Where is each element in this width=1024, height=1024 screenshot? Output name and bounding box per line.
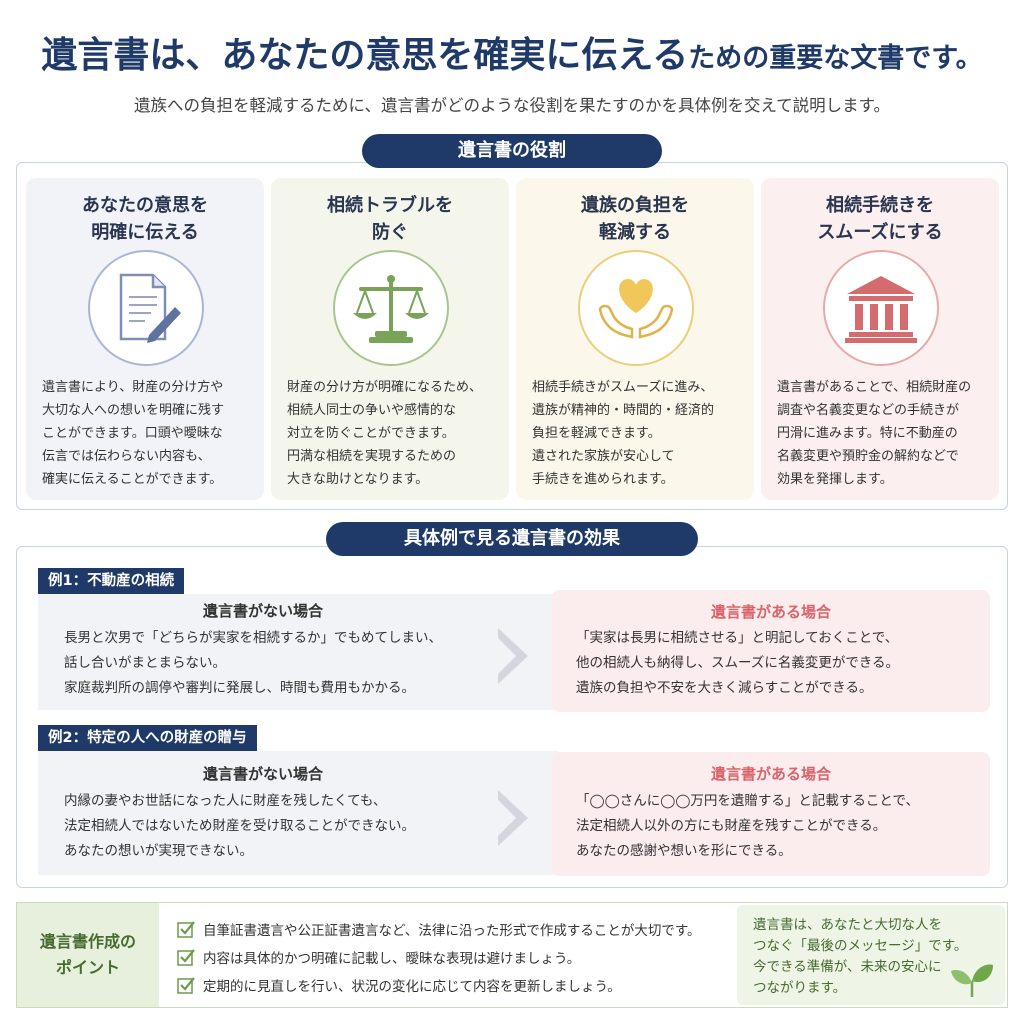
example-1-without-text: 長男と次男で「どちらが実家を相続するか」でもめてしまい、 話し合いがまとまらない… — [64, 630, 442, 696]
example-2-without-label: 遺言書がない場合 — [202, 765, 323, 783]
point-text: 内容は具体的かつ明確に記載し、曖昧な表現は避けましょう。 — [203, 951, 581, 967]
example-2-with-text: 「◯◯さんに◯◯万円を遺贈する」と記載することで、 法定相続人以外の方にも財産を… — [576, 793, 919, 859]
example-2-without-panel — [38, 751, 558, 875]
example-1-with-label: 遺言書がある場合 — [710, 603, 831, 621]
closing-message: 遺言書は、あなたと大切な人を つなぐ「最後のメッセージ」です。 今できる準備が、… — [753, 917, 968, 996]
role-card-title: あなたの意思を 明確に伝える — [82, 195, 208, 243]
role-card-body: 財産の分け方が明確になるため、 相続人同士の争いや感情的な 対立を防ぐことができ… — [287, 380, 483, 487]
role-card-body: 相続手続きがスムーズに進み、 遺族が精神的・時間的・経済的 負担を軽減できます。… — [532, 380, 715, 487]
role-card-title: 相続トラブルを 防ぐ — [327, 195, 453, 243]
message-box: 遺言書は、あなたと大切な人を つなぐ「最後のメッセージ」です。 今できる準備が、… — [737, 905, 1005, 1005]
heart-hands-icon — [598, 279, 674, 339]
point-text: 定期的に見直しを行い、状況の変化に応じて内容を更新しましょう。 — [203, 979, 621, 995]
roles-heading: 遺言書の役割 — [362, 134, 662, 168]
scales-icon — [353, 275, 429, 343]
role-card-title: 相続手続きを スムーズにする — [817, 195, 943, 243]
example-2-without-text: 内縁の妻やお世話になった人に財産を残したくても、 法定相続人ではないため財産を受… — [64, 793, 415, 859]
title-main: 遺言書は、あなたの意思を確実に伝える — [41, 34, 689, 76]
role-icon-ring — [578, 250, 694, 366]
point-item: 内容は具体的かつ明確に記載し、曖昧な表現は避けましょう。 — [177, 943, 700, 971]
page-title: 遺言書は、あなたの意思を確実に伝えるための重要な文書です。 — [0, 26, 1024, 78]
points-panel: 遺言書作成の ポイント 自筆証書遺言や公正証書遺言など、法律に沿った形式で作成す… — [16, 902, 1008, 1008]
title-tail: ための重要な文書です。 — [688, 43, 983, 74]
example-1-without-label: 遺言書がない場合 — [202, 602, 323, 620]
point-text: 自筆証書遺言や公正証書遺言など、法律に沿った形式で作成することが大切です。 — [203, 923, 701, 939]
bank-icon — [845, 276, 917, 343]
checkbox-checked-icon — [177, 949, 195, 966]
example-2-with-label: 遺言書がある場合 — [710, 765, 831, 783]
example-1-with-panel — [552, 590, 990, 712]
arrow-right-icon — [498, 628, 528, 684]
role-card-burden: 遺族の負担を 軽減する 相続手続きがスムーズに進み、 遺族が精神的・時間的・経済… — [516, 178, 754, 500]
role-icon-ring — [823, 250, 939, 366]
example-2-tag: 例2：特定の人への財産の贈与 — [38, 725, 257, 751]
checkbox-checked-icon — [177, 977, 195, 994]
example-1-tag: 例1：不動産の相続 — [38, 568, 185, 594]
arrow-right-icon — [498, 790, 528, 846]
point-item: 自筆証書遺言や公正証書遺言など、法律に沿った形式で作成することが大切です。 — [177, 915, 700, 943]
points-list: 自筆証書遺言や公正証書遺言など、法律に沿った形式で作成することが大切です。 内容… — [177, 915, 700, 999]
sprout-icon — [951, 964, 993, 997]
role-card-trouble: 相続トラブルを 防ぐ 財産の分け方が明確になるため、 相続人同士の争いや感情的な… — [271, 178, 509, 500]
example-2-with-panel — [552, 752, 990, 876]
example-1-with-text: 「実家は長男に相続させる」と明記しておくことで、 他の相続人も納得し、スムーズに… — [576, 630, 900, 696]
checkbox-checked-icon — [177, 921, 195, 938]
example-1-without-panel — [38, 594, 558, 710]
role-icon-ring — [333, 250, 449, 366]
examples-heading: 具体例で見る遺言書の効果 — [326, 522, 698, 556]
role-icon-ring — [88, 250, 204, 366]
role-card-title: 遺族の負担を 軽減する — [581, 195, 689, 243]
page-subtitle: 遺族への負担を軽減するために、遺言書がどのような役割を果たすのかを具体例を交えて… — [133, 96, 891, 115]
role-card-body: 遺言書があることで、相続財産の 調査や名義変更などの手続きが 円滑に進みます。特… — [777, 380, 972, 487]
point-item: 定期的に見直しを行い、状況の変化に応じて内容を更新しましょう。 — [177, 971, 700, 999]
role-card-procedure: 相続手続きを スムーズにする 遺言書があることで、相続財産の 調査や名義変更など… — [761, 178, 999, 500]
role-card-intent: あなたの意思を 明確に伝える 遺言書により、財産の分け方や 大切な人への想いを明… — [26, 178, 264, 500]
role-card-body: 遺言書により、財産の分け方や 大切な人への想いを明確に残す ことができます。口頭… — [42, 380, 225, 487]
points-label: 遺言書作成の ポイント — [17, 903, 159, 1007]
document-pen-icon — [119, 273, 181, 343]
